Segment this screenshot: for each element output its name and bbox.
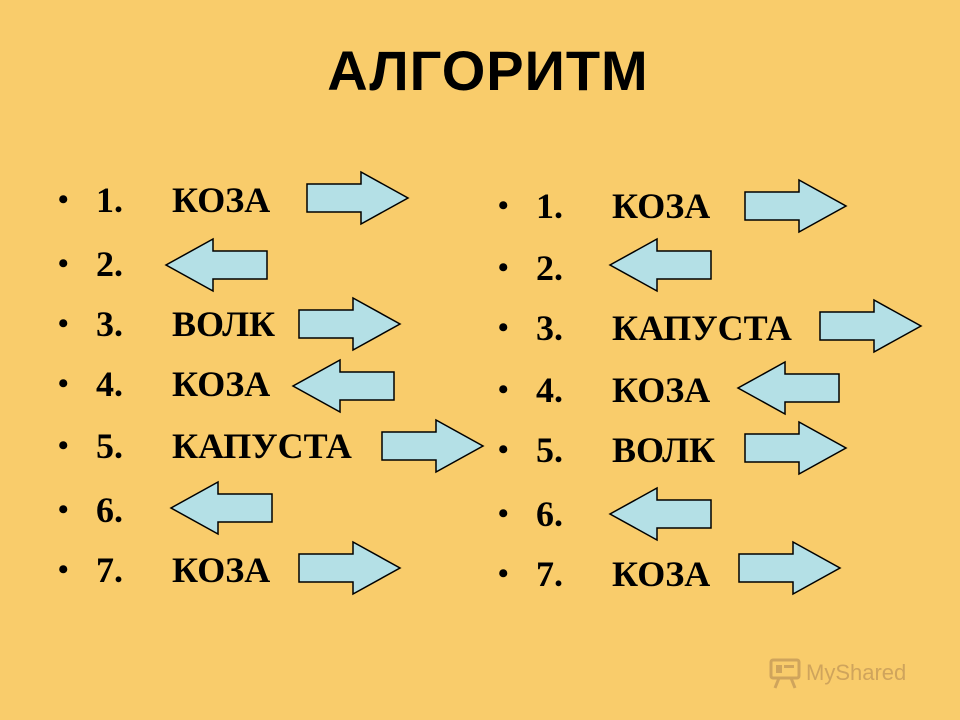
slide-title: АЛГОРИТМ (327, 39, 649, 102)
arrow-right-icon (306, 170, 410, 226)
bullet: • (498, 433, 509, 466)
arrow-left-icon (164, 237, 268, 293)
step-number: 4. (96, 364, 123, 404)
step-item: ВОЛК (612, 430, 716, 470)
step-item: КОЗА (612, 370, 711, 410)
watermark-text: MyShared (806, 660, 907, 685)
watermark: MyShared (768, 656, 906, 690)
arrow-left-icon (608, 486, 712, 542)
bullet: • (58, 183, 69, 216)
step-item: КОЗА (612, 554, 711, 594)
bullet: • (58, 367, 69, 400)
arrow-left-icon (169, 480, 273, 536)
step-number: 1. (536, 186, 563, 226)
step-item: КОЗА (172, 364, 271, 404)
arrow-right-icon (819, 298, 923, 354)
bullet: • (58, 493, 69, 526)
step-number: 7. (96, 550, 123, 590)
arrow-right-icon (744, 420, 848, 476)
arrow-left-icon (608, 237, 712, 293)
step-item: КОЗА (172, 180, 271, 220)
step-number: 2. (96, 244, 123, 284)
bullet: • (498, 497, 509, 530)
bullet: • (58, 307, 69, 340)
arrow-right-icon (298, 296, 402, 352)
arrow-right-icon (381, 418, 485, 474)
bullet: • (498, 557, 509, 590)
bullet: • (498, 189, 509, 222)
step-number: 3. (96, 304, 123, 344)
step-number: 6. (96, 490, 123, 530)
arrow-right-icon (738, 540, 842, 596)
arrow-left-icon (736, 360, 840, 416)
bullet: • (498, 311, 509, 344)
step-number: 1. (96, 180, 123, 220)
step-item: КАПУСТА (612, 308, 792, 348)
arrow-left-icon (291, 358, 395, 414)
step-item: КАПУСТА (172, 426, 352, 466)
arrow-right-icon (298, 540, 402, 596)
step-item: КОЗА (612, 186, 711, 226)
step-number: 5. (536, 430, 563, 470)
arrow-right-icon (744, 178, 848, 234)
bullet: • (58, 429, 69, 462)
bullet: • (58, 553, 69, 586)
step-item: КОЗА (172, 550, 271, 590)
bullet: • (58, 247, 69, 280)
step-number: 2. (536, 248, 563, 288)
bullet: • (498, 373, 509, 406)
step-item: ВОЛК (172, 304, 276, 344)
step-number: 3. (536, 308, 563, 348)
step-number: 7. (536, 554, 563, 594)
presentation-board-icon (769, 658, 801, 689)
step-number: 6. (536, 494, 563, 534)
step-number: 5. (96, 426, 123, 466)
step-number: 4. (536, 370, 563, 410)
bullet: • (498, 251, 509, 284)
